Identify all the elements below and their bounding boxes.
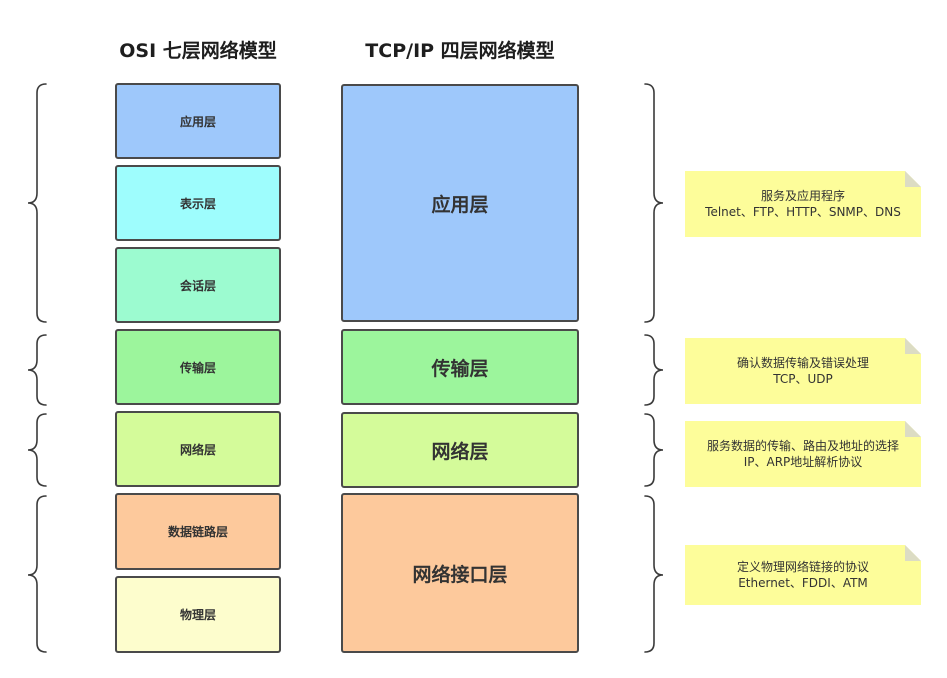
note-network-interface: 定义物理网络链接的协议 Ethernet、FDDI、ATM xyxy=(685,545,921,605)
tcpip-layer-transport: 传输层 xyxy=(341,329,579,405)
left-brace-application xyxy=(27,83,47,323)
tcpip-layer-network-interface: 网络接口层 xyxy=(341,493,579,653)
note-application-line2: Telnet、FTP、HTTP、SNMP、DNS xyxy=(705,205,901,219)
osi-layer-session: 会话层 xyxy=(115,247,281,323)
osi-layer-data-link: 数据链路层 xyxy=(115,493,281,570)
right-brace-transport xyxy=(644,334,664,406)
right-brace-network xyxy=(644,413,664,487)
note-application-line1: 服务及应用程序 xyxy=(760,189,845,203)
note-transport-line2: TCP、UDP xyxy=(773,372,833,386)
note-application: 服务及应用程序 Telnet、FTP、HTTP、SNMP、DNS xyxy=(685,171,921,237)
right-brace-application xyxy=(644,83,664,323)
left-brace-link xyxy=(27,495,47,653)
note-transport-line1: 确认数据传输及错误处理 xyxy=(736,356,869,370)
left-brace-transport xyxy=(27,334,47,406)
left-brace-network xyxy=(27,413,47,487)
osi-layer-network: 网络层 xyxy=(115,411,281,487)
note-network: 服务数据的传输、路由及地址的选择 IP、ARP地址解析协议 xyxy=(685,421,921,487)
tcpip-model-title: TCP/IP 四层网络模型 xyxy=(365,40,555,62)
tcpip-layer-application: 应用层 xyxy=(341,84,579,322)
note-network-line2: IP、ARP地址解析协议 xyxy=(743,455,863,469)
note-transport: 确认数据传输及错误处理 TCP、UDP xyxy=(685,338,921,404)
note-network-line1: 服务数据的传输、路由及地址的选择 xyxy=(706,439,899,453)
osi-model-title: OSI 七层网络模型 xyxy=(119,40,277,62)
tcpip-layer-network: 网络层 xyxy=(341,412,579,488)
osi-layer-presentation: 表示层 xyxy=(115,165,281,241)
osi-layer-transport: 传输层 xyxy=(115,329,281,405)
note-network-interface-line1: 定义物理网络链接的协议 xyxy=(736,560,869,574)
osi-layer-physical: 物理层 xyxy=(115,576,281,653)
right-brace-link xyxy=(644,495,664,653)
note-network-interface-line2: Ethernet、FDDI、ATM xyxy=(738,576,868,590)
osi-layer-application: 应用层 xyxy=(115,83,281,159)
